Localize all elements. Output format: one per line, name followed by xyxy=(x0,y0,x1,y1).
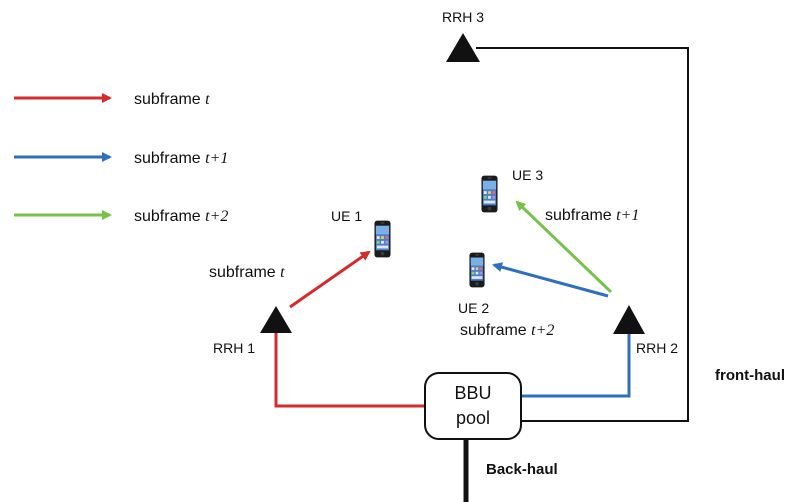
ue2-label: UE 2 xyxy=(458,300,489,316)
front-haul-label: front-haul xyxy=(715,367,785,384)
link-bbu-rrh1 xyxy=(274,333,425,408)
legend-label-1: subframe t xyxy=(134,91,210,108)
back-haul-label: Back-haul xyxy=(486,461,558,478)
ue1-label: UE 1 xyxy=(331,208,362,224)
ue3-label: UE 3 xyxy=(512,167,543,183)
rrh3-label: RRH 3 xyxy=(442,9,484,25)
link-bbu-rrh2 xyxy=(521,334,631,398)
legend-label-2: subframe t+1 xyxy=(134,150,228,167)
rrh2-label: RRH 2 xyxy=(636,340,678,356)
ue2-subframe-label: subframe t+2 xyxy=(460,322,554,339)
arrow-rrh1-ue1 xyxy=(289,250,371,309)
ue3-subframe-label: subframe t+1 xyxy=(545,207,639,224)
ue3-smartphone-icon xyxy=(481,175,498,213)
arrow-rrh2-ue3 xyxy=(515,200,613,294)
rrh3-tower-icon xyxy=(446,33,480,62)
front-haul-link-rrh3 xyxy=(476,47,689,422)
bbu-label-line1: BBU xyxy=(454,383,491,403)
ue2-smartphone-icon xyxy=(469,252,485,288)
bbu-pool-box xyxy=(424,372,522,440)
legend: subframe t subframe t+1 subframe t+2 xyxy=(14,91,228,225)
bbu-label-line2: pool xyxy=(456,408,490,428)
arrow-rrh2-ue2 xyxy=(492,262,609,298)
legend-label-3: subframe t+2 xyxy=(134,208,228,225)
rrh2-tower-icon xyxy=(613,305,645,334)
ue1-subframe-label: subframe t xyxy=(209,264,285,281)
ue1-smartphone-icon xyxy=(374,220,391,258)
rrh1-tower-icon xyxy=(260,306,292,333)
rrh1-label: RRH 1 xyxy=(213,340,255,356)
